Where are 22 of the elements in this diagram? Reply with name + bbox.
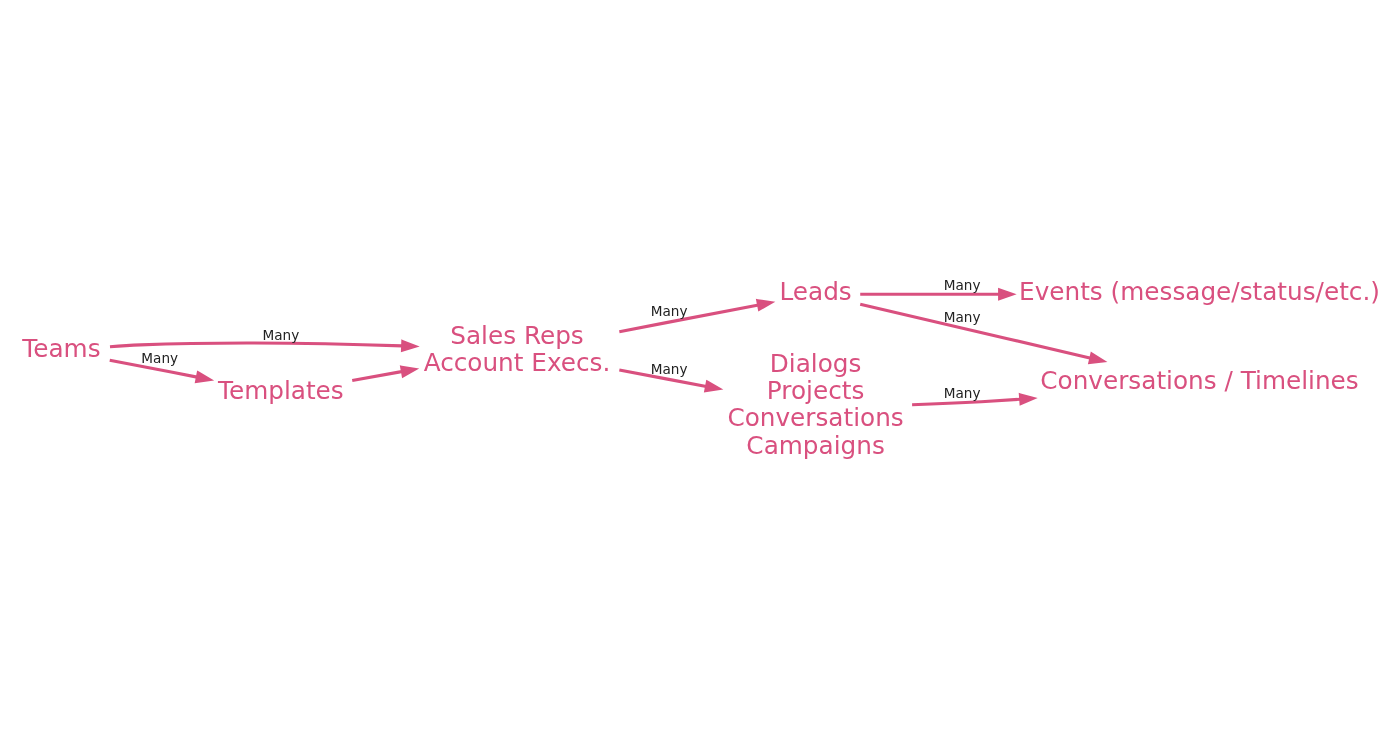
arrow [859, 302, 1108, 364]
node-text: Teams [22, 333, 101, 363]
node-text: Dialogs Projects Conversations Campaigns [727, 348, 904, 460]
arrow [109, 358, 215, 383]
edge-label: Many [650, 302, 688, 319]
edge-label: Many [943, 308, 981, 325]
arrow [912, 392, 1038, 406]
edge-label: Many [943, 384, 981, 401]
edge-label: Many [943, 276, 981, 293]
node-text: Templates [218, 375, 344, 405]
node-text: Leads [779, 276, 852, 306]
arrow [860, 287, 1017, 301]
arrow [619, 298, 776, 333]
node-text: Conversations / Timelines [1040, 365, 1359, 395]
arrow [619, 368, 724, 393]
node-text: Sales Reps Account Execs. [423, 320, 611, 377]
arrow [109, 338, 420, 352]
edge-label: Many [141, 349, 179, 366]
node-text: Events (message/status/etc.) [1019, 276, 1380, 306]
edge-label: Many [262, 326, 300, 343]
arrow [351, 364, 420, 382]
edge-label: Many [650, 360, 688, 377]
